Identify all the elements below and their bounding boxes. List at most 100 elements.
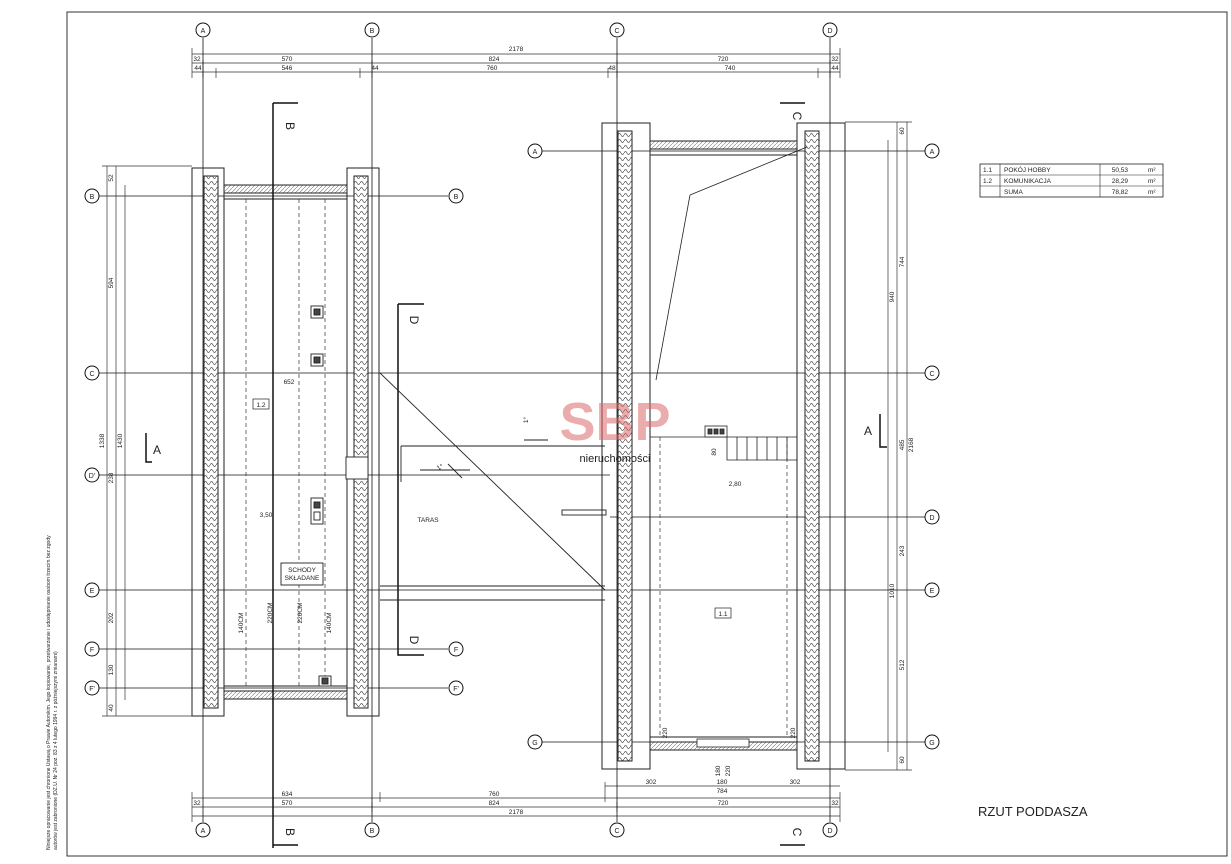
left-building-details <box>280 305 369 687</box>
watermark-sub: nieruchomości <box>580 453 651 465</box>
copyright-note-line-1: Niniejsze opracowanie jest chronione Ust… <box>46 535 52 850</box>
left-wall-south <box>223 690 348 700</box>
svg-text:G: G <box>532 740 537 747</box>
section-a-right: A <box>864 424 872 438</box>
stairs-label-2: SKŁADANE <box>285 575 320 582</box>
right-wall-north <box>649 140 798 150</box>
dim-bot-r2-3: 720 <box>718 800 729 807</box>
watermark-main: SBP <box>559 392 670 452</box>
dim-220-right: 220 <box>790 727 797 738</box>
right-dimensions <box>845 121 912 771</box>
axis-bubble-right-c: C <box>924 365 940 381</box>
svg-text:40: 40 <box>108 704 115 712</box>
axis-bubble-top-d: D <box>822 22 838 38</box>
watermark: SBP nieruchomości <box>559 392 670 465</box>
axis-bubble-bottom-a: A <box>195 822 211 838</box>
dim-top-r2-2: 824 <box>489 56 500 63</box>
svg-text:1430: 1430 <box>117 433 124 448</box>
axis-bubble-top-a: A <box>195 22 211 38</box>
dim-bot-total: 2178 <box>509 809 524 816</box>
axis-bubble-bottom-d: D <box>822 822 838 838</box>
legend-unit-3: m² <box>1148 189 1156 196</box>
svg-text:130: 130 <box>108 664 115 675</box>
svg-text:G: G <box>929 740 934 747</box>
dim-bot-r1-0: 634 <box>282 791 293 798</box>
dim-room-3: 302 <box>790 779 801 786</box>
svg-text:512: 512 <box>899 659 906 670</box>
svg-text:2168: 2168 <box>908 437 915 452</box>
dim-top-r3-5: 740 <box>725 65 736 72</box>
legend-name-3: SUMA <box>1004 189 1023 196</box>
axis-bubble-left-d: D' <box>84 467 100 483</box>
sheet-title: RZUT PODDASZA <box>978 804 1088 819</box>
svg-text:A: A <box>201 828 206 835</box>
right-building <box>601 122 846 770</box>
section-b-bottom: B <box>283 828 297 836</box>
window-dim-220: 220 <box>725 765 732 776</box>
left-room-labels: 1.2 SCHODY SKŁADANE 3,50 652 TARAS <box>252 379 439 582</box>
svg-text:E: E <box>930 588 935 595</box>
dim-top-r2-0: 32 <box>193 56 201 63</box>
legend-unit-1: m² <box>1148 167 1156 174</box>
svg-text:C: C <box>614 828 619 835</box>
left-wall-north <box>223 184 348 194</box>
axis-bubble-mid-f: F <box>448 641 464 657</box>
dim-room-1: 180 <box>717 779 728 786</box>
dim-room-2: 784 <box>717 788 728 795</box>
slope-2: 1° <box>435 462 445 472</box>
dim-bot-r2-1: 570 <box>282 800 293 807</box>
copyright-note-line-2: autorów jest zabronione (DZ.U. Nr 24 poz… <box>53 651 59 850</box>
dim-bot-r2-4: 32 <box>831 800 839 807</box>
svg-text:F': F' <box>453 686 459 693</box>
axis-bubble-top-b: B <box>364 22 380 38</box>
svg-text:A: A <box>201 28 206 35</box>
svg-text:1010: 1010 <box>889 583 896 598</box>
axis-bubble-bottom-c: C <box>609 822 625 838</box>
level-2-80: 2,80 <box>729 481 742 488</box>
axis-bubble-right-d: D <box>924 509 940 525</box>
right-room-labels: 1.1 2,80 80 220 220 180 220 <box>662 448 797 776</box>
svg-text:C: C <box>89 371 94 378</box>
dim-80: 80 <box>711 448 718 456</box>
bottom-dimension-text: 634 760 32 570 824 720 32 2178 302 180 7… <box>193 779 839 816</box>
axis-bubble-left-f: F <box>84 641 100 657</box>
section-d-top: D <box>407 316 421 325</box>
terrace-labels: 1° 1° <box>435 416 530 472</box>
svg-text:52: 52 <box>108 174 115 182</box>
cm-label-1: 140CM <box>238 613 245 634</box>
svg-text:238: 238 <box>108 472 115 483</box>
right-building-dashed <box>659 437 788 737</box>
dim-top-r3-4: 48 <box>608 65 616 72</box>
dim-top-r2-4: 32 <box>831 56 839 63</box>
svg-text:594: 594 <box>108 277 115 288</box>
axis-bubble-left-e: E <box>84 582 100 598</box>
left-wall-east <box>346 167 380 717</box>
window-bottom <box>696 738 750 748</box>
svg-text:B: B <box>370 28 375 35</box>
svg-text:60: 60 <box>899 756 906 764</box>
svg-text:F: F <box>454 647 458 654</box>
axis-bubble-left-c: C <box>84 365 100 381</box>
cm-label-2: 220CM <box>267 603 274 624</box>
axis-bubble-left-f2: F' <box>84 680 100 696</box>
sheet-frame <box>66 11 1228 857</box>
cm-label-4: 140CM <box>326 613 333 634</box>
axis-bubble-right-a: A <box>924 143 940 159</box>
legend-area-2: 28,29 <box>1112 178 1129 185</box>
axis-bubble-right-e: E <box>924 582 940 598</box>
svg-text:1338: 1338 <box>99 433 106 448</box>
svg-text:202: 202 <box>108 612 115 623</box>
dim-top-r3-3: 760 <box>487 65 498 72</box>
axis-bubble-bottom-b: B <box>364 822 380 838</box>
section-letters: A B B C C D D A <box>153 112 872 837</box>
section-markers <box>145 102 887 848</box>
svg-text:60: 60 <box>899 127 906 135</box>
dim-top-total: 2178 <box>509 46 524 53</box>
section-c-top: C <box>790 112 804 121</box>
axis-bubble-mid-b: B <box>448 188 464 204</box>
level-3-50: 3,50 <box>260 512 273 519</box>
dim-220-left: 220 <box>662 727 669 738</box>
svg-text:B: B <box>370 828 375 835</box>
svg-text:E: E <box>90 588 95 595</box>
